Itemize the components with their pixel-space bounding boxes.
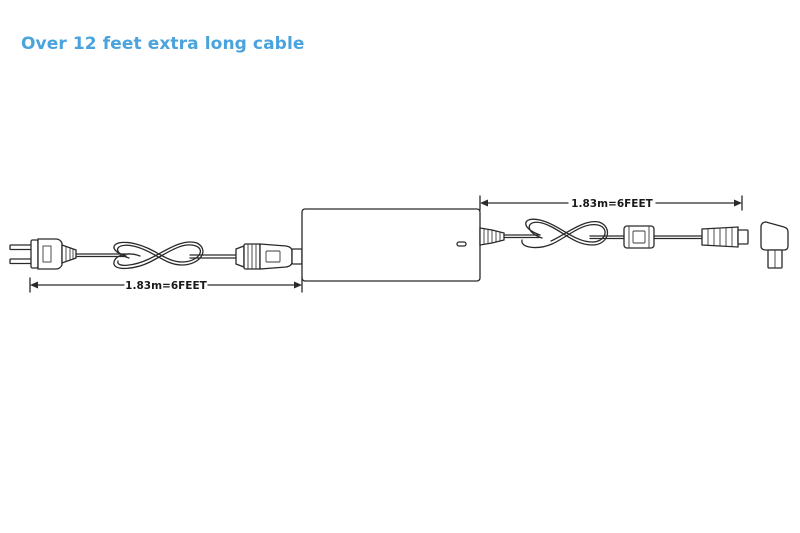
iec-connector-icon <box>235 243 303 270</box>
dc-cable <box>503 218 625 249</box>
right-angle-barrel-plug-icon <box>760 221 789 269</box>
dc-cable-length-label: 1.83m=6FEET <box>571 198 653 210</box>
ac-cord-dimension: 1.83m=6FEET <box>29 277 303 293</box>
dc-strain-relief <box>479 227 505 246</box>
ac-cord <box>75 241 237 270</box>
power-brick-icon <box>301 208 481 282</box>
ac-cord-length-label: 1.83m=6FEET <box>125 280 207 292</box>
headline: Over 12 feet extra long cable <box>21 34 305 54</box>
dc-connector-icon <box>701 226 749 248</box>
dc-cable-dimension: 1.83m=6FEET <box>479 195 743 211</box>
ac-plug-icon <box>9 238 77 270</box>
ferrite-bead-icon <box>623 225 703 249</box>
